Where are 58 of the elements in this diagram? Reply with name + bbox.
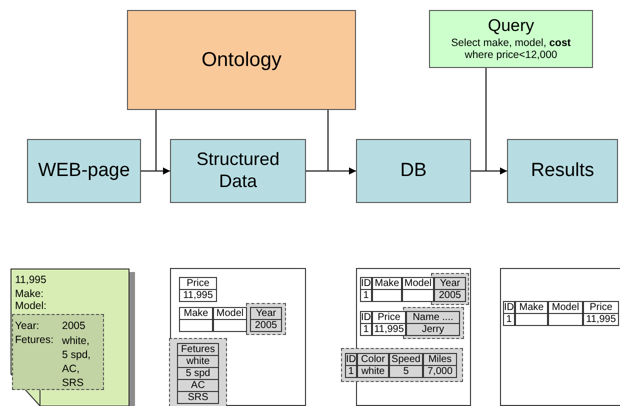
field-value: 11,995: [15, 274, 46, 286]
field-label: Fetures:: [15, 334, 54, 346]
field-label: Year:: [15, 320, 40, 332]
process-box: Structured Data: [170, 139, 306, 203]
process-box: WEB-page: [27, 139, 141, 203]
table-cell: Make: [372, 277, 402, 290]
table-cell: 11,995: [583, 313, 619, 326]
table-cell: 7,000: [423, 365, 457, 378]
table-cell: Price: [583, 301, 619, 314]
table-cell: Model: [402, 277, 434, 290]
arrow: [486, 68, 508, 174]
table-cell: Model: [548, 301, 583, 314]
table-cell: ID: [360, 277, 372, 290]
table-cell: 2005: [250, 319, 282, 332]
table-cell: Year: [250, 307, 282, 320]
table-cell: Make: [515, 301, 548, 314]
table-cell: white: [357, 365, 389, 378]
table-cell: Miles: [423, 353, 457, 366]
table-cell: 1: [345, 365, 357, 378]
table-cell: AC: [177, 379, 219, 392]
arrow: [156, 110, 170, 174]
table-panel: [170, 268, 306, 406]
field-value: white, 5 spd, AC, SRS: [62, 334, 92, 390]
table-cell: 1: [360, 323, 372, 336]
table-cell: Price: [179, 277, 217, 290]
table-cell: 1: [503, 313, 515, 326]
table-cell: white: [177, 355, 219, 368]
query-box: [429, 10, 593, 68]
table-cell: ID: [360, 311, 372, 324]
table-cell: Jerry: [406, 323, 460, 336]
table-cell: 11,995: [372, 323, 406, 336]
table-cell: ID: [503, 301, 515, 314]
table-cell: 11,995: [179, 289, 217, 302]
table-cell: 2005: [434, 289, 466, 302]
query-text: Select make, model, cost where price<12,000: [450, 36, 572, 62]
field-label: Model:: [15, 300, 47, 312]
table-cell: Color: [357, 353, 389, 366]
table-cell: 5: [389, 365, 423, 378]
table-cell: Year: [434, 277, 466, 290]
table-cell: Model: [213, 307, 247, 320]
table-cell: Price: [372, 311, 406, 324]
table-cell: SRS: [177, 391, 219, 404]
table-cell: Name ....: [406, 311, 460, 324]
table-cell: Make: [179, 307, 213, 320]
table-cell: 5 spd: [177, 367, 219, 380]
process-box: Results: [507, 139, 618, 203]
table-cell: 1: [360, 289, 372, 302]
table-cell: Fetures: [177, 343, 219, 356]
field-label: Make:: [15, 288, 44, 300]
table-cell: Speed: [389, 353, 423, 366]
table-cell: ID: [345, 353, 357, 366]
process-box: Ontology: [127, 10, 356, 110]
box-title: Query: [488, 16, 534, 37]
process-box: DB: [356, 139, 471, 203]
field-value: 2005: [62, 320, 86, 332]
table-panel: [500, 268, 620, 406]
document-shape: [10, 268, 135, 406]
arrow: [328, 110, 356, 174]
